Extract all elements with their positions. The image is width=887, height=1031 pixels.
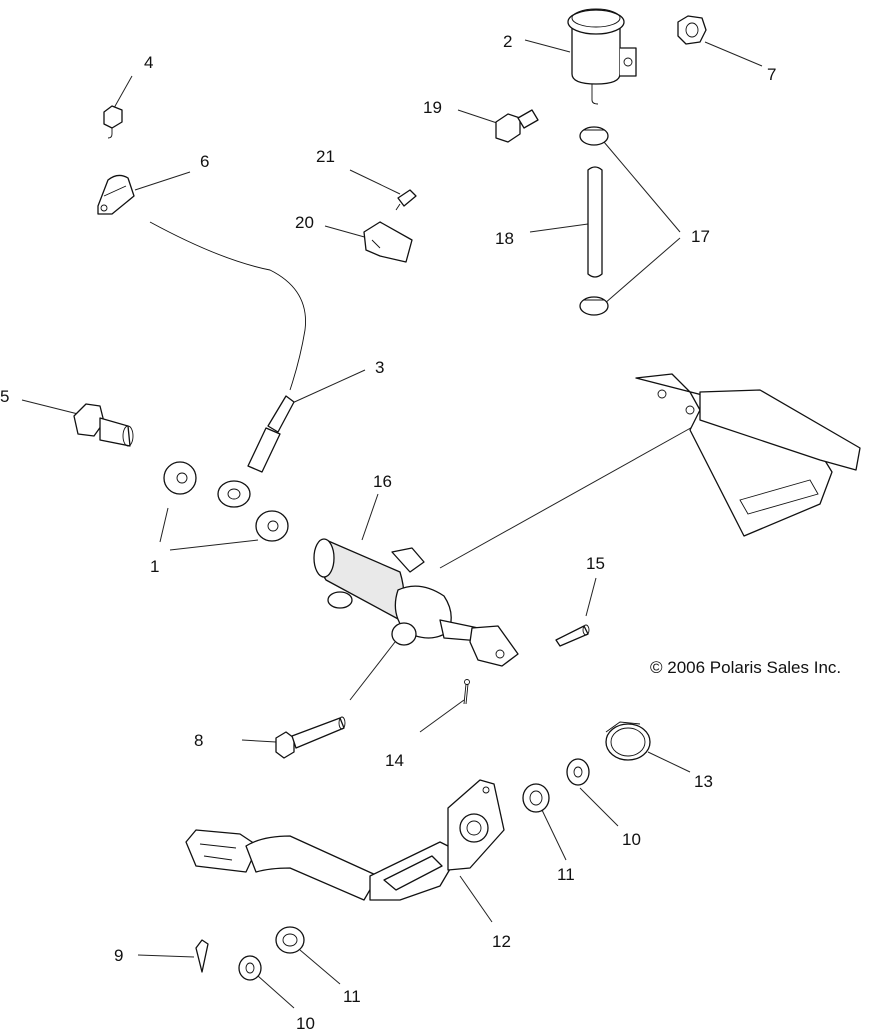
- callout-11a: 11: [557, 865, 575, 884]
- callout-8: 8: [194, 731, 203, 750]
- clip-part: [97, 174, 135, 215]
- cotter-pin-9-part: [195, 939, 209, 973]
- small-bolt-part: [103, 105, 123, 139]
- callout-17: 17: [691, 227, 710, 246]
- callout-13: 13: [694, 772, 713, 791]
- callout-14: 14: [385, 751, 404, 770]
- bushing-11b-part: [275, 926, 305, 954]
- washer-1a-part: [163, 461, 197, 495]
- callout-15: 15: [586, 554, 605, 573]
- master-cylinder-part: [313, 538, 519, 667]
- callout-16: 16: [373, 472, 392, 491]
- callout-10b: 10: [296, 1014, 315, 1031]
- callout-3: 3: [375, 358, 384, 377]
- hose-part: [587, 166, 603, 278]
- callout-6: 6: [200, 152, 209, 171]
- pin-15-part: [555, 624, 590, 647]
- brake-pedal-part: [185, 779, 505, 901]
- bolt-19-part: [495, 109, 539, 143]
- upper-clamp-part: [579, 126, 609, 146]
- callout-11b: 11: [343, 987, 361, 1006]
- washer-10b-part: [238, 955, 262, 981]
- callout-labels: 1 2 3 4 5 6 7 8 9 10 10 11 11 12 13 14 1…: [0, 32, 776, 1031]
- washer-10a-part: [566, 758, 590, 786]
- callout-1: 1: [150, 557, 159, 576]
- callout-18: 18: [495, 229, 514, 248]
- washer-1b-part: [255, 510, 289, 542]
- callout-21: 21: [316, 147, 335, 166]
- callout-9: 9: [114, 946, 123, 965]
- callout-19: 19: [423, 98, 442, 117]
- cotter-pin-14-part: [463, 679, 470, 705]
- screw-21-part: [395, 189, 417, 211]
- nut-part: [677, 15, 707, 45]
- reservoir-part: [567, 8, 637, 105]
- bushing-11a-part: [522, 783, 550, 813]
- callout-20: 20: [295, 213, 314, 232]
- bracket-20-part: [363, 221, 413, 263]
- callout-5: 5: [0, 387, 9, 406]
- callout-12: 12: [492, 932, 511, 951]
- callout-2: 2: [503, 32, 512, 51]
- callout-10a: 10: [622, 830, 641, 849]
- copyright-notice: © 2006 Polaris Sales Inc.: [650, 658, 841, 677]
- lower-clamp-part: [579, 296, 609, 316]
- mounting-bracket-part: [635, 373, 861, 537]
- clutch-cable: [149, 221, 307, 391]
- bolt-8-part: [275, 716, 346, 759]
- banjo-bolt-part: [73, 403, 134, 447]
- cable-end-part: [217, 395, 295, 508]
- leader-lines: [21, 39, 763, 1009]
- callout-7: 7: [767, 65, 776, 84]
- return-spring-part: [605, 721, 651, 761]
- callout-4: 4: [144, 53, 153, 72]
